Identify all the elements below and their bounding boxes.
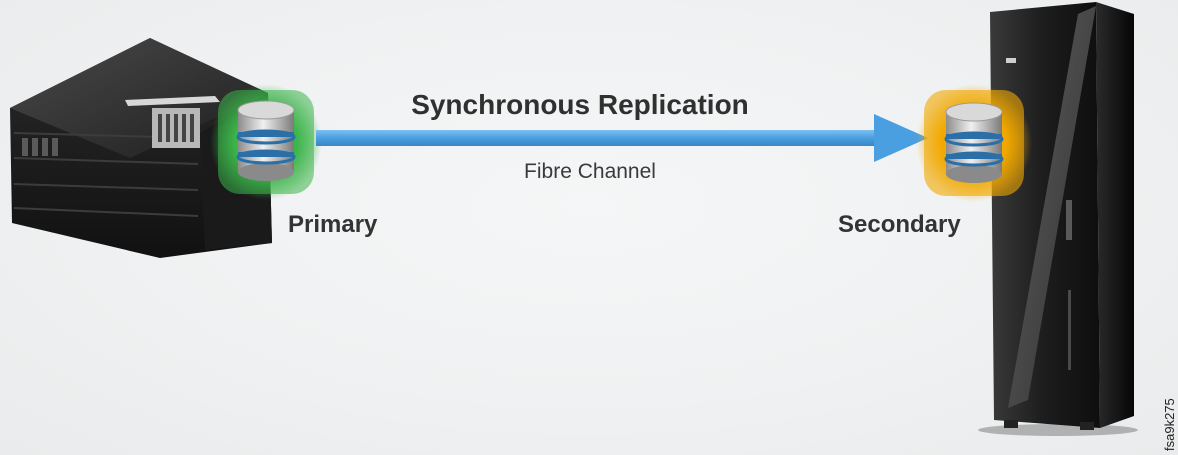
storage-cabinet-icon bbox=[978, 2, 1138, 436]
primary-database-icon bbox=[210, 84, 322, 200]
link-label: Fibre Channel bbox=[524, 160, 656, 183]
replication-arrow-icon bbox=[316, 114, 928, 162]
rack-server-icon bbox=[10, 38, 272, 258]
primary-label: Primary bbox=[288, 211, 378, 238]
diagram-title: Synchronous Replication bbox=[411, 89, 749, 120]
secondary-label: Secondary bbox=[838, 211, 961, 238]
figure-id: fsa9k275 bbox=[1162, 398, 1177, 451]
secondary-database-icon bbox=[916, 84, 1032, 202]
